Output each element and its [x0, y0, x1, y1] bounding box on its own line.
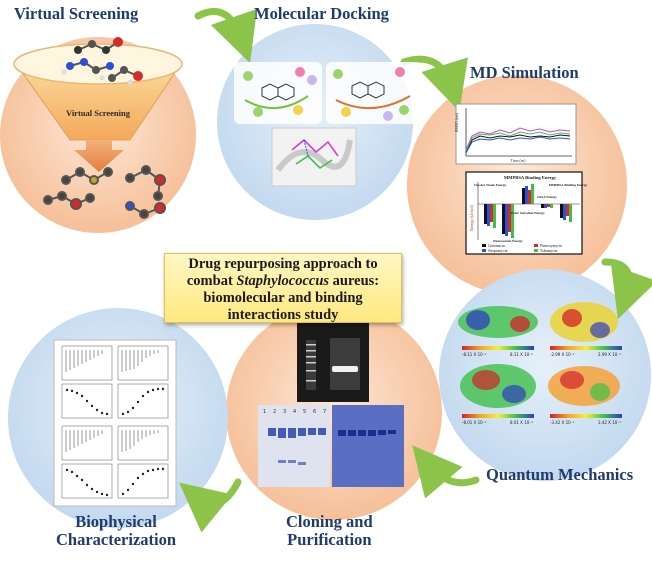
esp-value-6: -3.42 X 10⁻²	[550, 420, 575, 425]
esp-maps: -8.11 X 10⁻² 8.11 X 10⁻² -2.99 X 10⁻² 2.…	[458, 302, 622, 425]
center-line3: biomolecular and binding	[203, 290, 363, 306]
label-cloning-line1: Cloning and	[286, 512, 373, 531]
mmpbsa-col5: Electrostatic Energy	[493, 239, 523, 243]
rmsd-ylabel: RMSD (nm)	[455, 112, 459, 132]
mmpbsa-col1: Van der Waals Energy	[474, 183, 507, 187]
mmpbsa-legend-3: Tobramycin	[540, 249, 558, 253]
center-line2: combat Staphylococcus aureus:	[165, 273, 401, 290]
label-quantum-mechanics: Quantum Mechanics	[486, 465, 634, 484]
esp-value-7: 3.42 X 10⁻²	[598, 420, 621, 425]
gel-lane-4: 4	[293, 409, 296, 415]
esp-value-1: 8.11 X 10⁻²	[510, 352, 533, 357]
mmpbsa-legend-0: Gentamicin	[488, 244, 505, 248]
esp-value-4: -8.01 X 10⁻²	[462, 420, 487, 425]
esp-value-5: 8.01 X 10⁻²	[510, 420, 533, 425]
label-virtual-screening: Virtual Screening	[14, 4, 139, 23]
arrow-vs-to-docking	[194, 8, 258, 64]
mmpbsa-ylabel: Energy (kJ/mol)	[469, 204, 474, 231]
gel-lane-1: 1	[263, 409, 266, 415]
mmpbsa-col4: MMPBSA Binding Energy	[549, 183, 588, 187]
arrow-md-to-qm	[601, 258, 652, 320]
center-line2-pre: combat	[186, 273, 237, 289]
center-line4: interactions study	[227, 307, 339, 323]
esp-value-2: -2.99 X 10⁻²	[550, 352, 575, 357]
mmpbsa-col3: SASA Energy	[537, 195, 557, 199]
screened-molecules	[43, 165, 166, 219]
mmpbsa-col2: Polar Solvation Energy	[511, 211, 545, 215]
label-cloning-purification: Cloning and Purification	[286, 512, 373, 550]
center-line1: Drug repurposing approach to	[188, 256, 378, 272]
mmpbsa-title: MMPBSA Binding Energy	[504, 175, 557, 180]
gel-lane-2: 2	[273, 409, 276, 415]
esp-value-0: -8.11 X 10⁻²	[462, 352, 487, 357]
gel-lane-3: 3	[283, 409, 286, 415]
rmsd-xlabel: Time (ns)	[511, 159, 526, 163]
center-line2-italic: Staphylococcus	[236, 273, 330, 289]
funnel-graphic	[13, 37, 183, 172]
center-title-box: Drug repurposing approach to combat Stap…	[164, 253, 402, 323]
agarose-gel	[297, 322, 369, 402]
itc-panels	[53, 339, 177, 507]
gel-lane-7: 7	[323, 409, 326, 415]
arrow-qm-to-cloning	[412, 445, 480, 499]
label-biophysical-line2: Characterization	[56, 530, 177, 550]
label-molecular-docking: Molecular Docking	[254, 4, 389, 23]
mmpbsa-legend-2: Phenoxymycin	[540, 244, 562, 248]
arrow-cloning-to-biophys	[179, 478, 242, 533]
gel-lane-6: 6	[313, 409, 316, 415]
esp-value-3: 2.99 X 10⁻²	[598, 352, 621, 357]
mmpbsa-legend-1: Streptomycin	[488, 249, 508, 253]
sds-page-gels: 1 2 3 4 5 6 7	[258, 405, 404, 487]
funnel-label: Virtual Screening	[66, 108, 131, 118]
arrow-docking-to-md	[400, 55, 468, 112]
mmpbsa-chart: MMPBSA Binding Energy Energy (kJ/mol) Va…	[465, 171, 588, 255]
docking-3d-pose	[271, 127, 357, 187]
rmsd-plot: RMSD (nm) Time (ns)	[455, 103, 577, 165]
label-md-simulation: MD Simulation	[470, 63, 579, 82]
gel-lane-5: 5	[303, 409, 306, 415]
label-cloning-line2: Purification	[287, 530, 372, 550]
label-biophysical-characterization: Biophysical Characterization	[56, 512, 177, 550]
center-line2-post: aureus:	[329, 273, 380, 289]
label-biophysical-line1: Biophysical	[75, 512, 157, 531]
docking-interaction-maps	[234, 62, 422, 124]
